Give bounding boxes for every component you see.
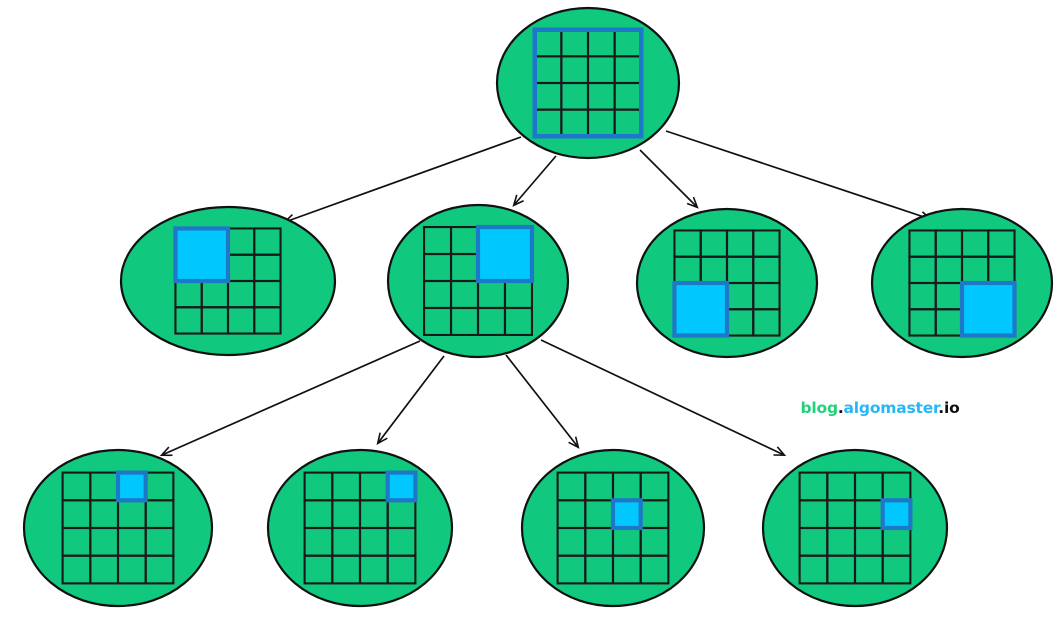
tree-node-bottom-right-quadrant[interactable] [870,207,1054,359]
tree-node-top-right-quadrant[interactable] [386,203,570,359]
grid-cell [639,554,670,585]
edge-line [285,136,522,222]
tree-edge [665,130,930,219]
highlighted-region [173,226,231,284]
edges-layer [162,130,930,455]
highlighted-region [880,498,913,531]
edge-line [162,340,421,455]
tree-node-cell-row0-col3[interactable] [266,448,454,608]
watermark-part: .io [938,399,959,417]
tree-edge [514,155,557,205]
highlighted-region [115,470,148,503]
tree-edge [378,355,445,443]
tree-node-cell-row0-col2[interactable] [22,448,214,608]
tree-edge [639,149,697,207]
watermark-text: blog.algomaster.io [800,399,959,417]
grid-cell [253,306,282,335]
edge-line [378,355,445,443]
tree-node-cell-row1-col3[interactable] [761,448,949,608]
grid-cell [752,308,781,337]
highlighted-region [385,470,418,503]
watermark-layer: blog.algomaster.io [800,399,959,417]
edge-line [540,339,784,455]
highlighted-region [672,280,730,338]
grid-cell [881,554,912,585]
tree-node-cell-row1-col2[interactable] [520,448,706,608]
tree-node-full-grid[interactable] [495,6,681,160]
tree-edge [505,354,578,447]
tree-node-bottom-left-quadrant[interactable] [635,207,819,359]
watermark-part: . [838,399,844,417]
watermark-part: blog [800,399,837,417]
tree-edge [285,136,522,222]
tree-edge [162,340,421,455]
tree-node-top-left-quadrant[interactable] [119,205,337,357]
edge-line [665,130,930,219]
edge-line [639,149,697,207]
watermark-part: algomaster [844,399,941,417]
highlighted-region [959,280,1017,338]
highlighted-region [610,498,643,531]
grid-cell [503,306,534,337]
tree-edge [540,339,784,455]
grid-cell [144,554,175,585]
highlighted-region [475,224,535,284]
grid-cell [386,554,417,585]
edge-line [505,354,578,447]
nodes-layer [22,6,1054,608]
edge-line [514,155,557,205]
highlighted-region [532,27,644,139]
